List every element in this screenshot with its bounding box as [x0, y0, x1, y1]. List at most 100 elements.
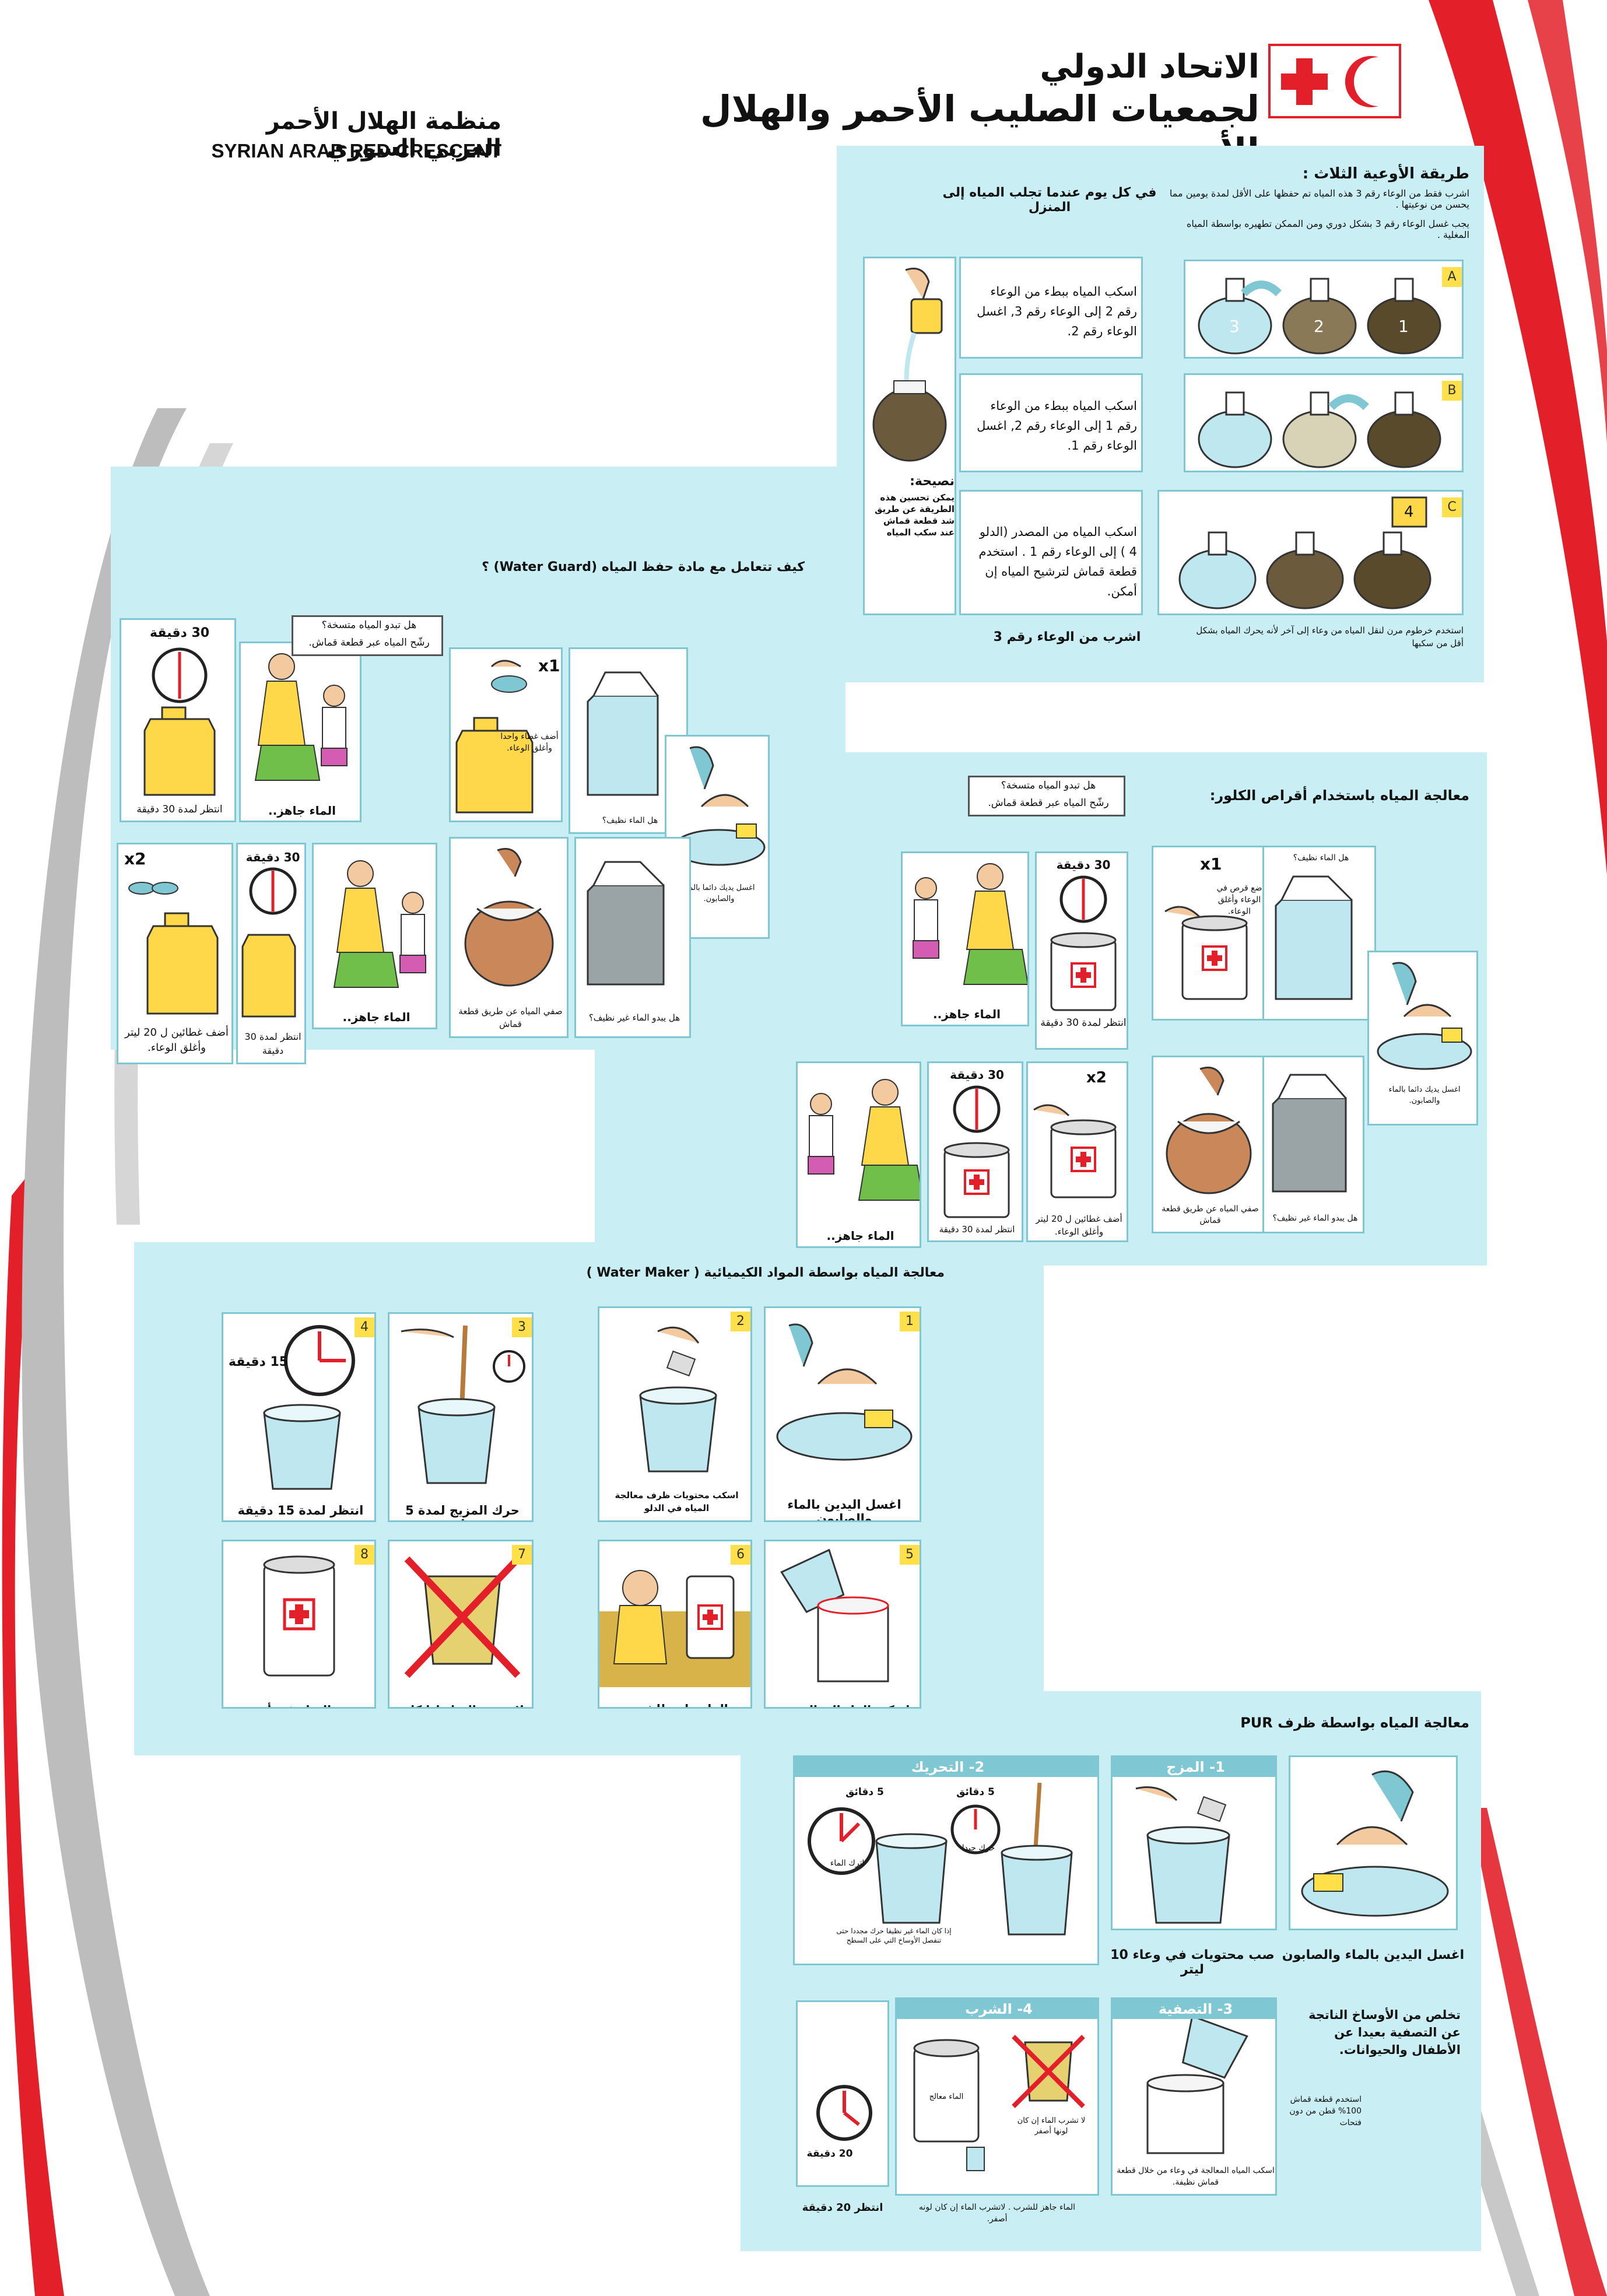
wg-timer-card-2: 30 دقيقة انتظر لمدة 30 دقيقة [236, 843, 306, 1064]
wm-n3: 3 [512, 1317, 532, 1337]
cloth-filter-pot-illustration [1166, 1067, 1252, 1194]
step-b-pots-card: B [1184, 373, 1464, 472]
wg-ready-2: الماء جاهز.. [342, 1010, 410, 1024]
pots-row-c [1178, 496, 1431, 609]
wg-timer-card-1: 30 دقيقة انتظر لمدة 30 دقيقة [120, 618, 236, 822]
tip-title: نصيحة: [910, 474, 955, 489]
wash-hands-basin-illustration [672, 746, 766, 866]
clock-icon [143, 647, 216, 796]
water-container-dirty-illustration [587, 861, 665, 986]
step-c-text: اسكب المياه من المصدر (الدلو 4 ) إلى الو… [978, 525, 1137, 598]
wm-step-7-card: 7 لاتشرب المياه إذا كان لونها أصفر [388, 1540, 534, 1709]
wg-add-cap-card: x1 أضف غطاء واحدا وأغلق الوعاء. [449, 647, 563, 822]
wg-filter-cloth: صفي المياه عن طريق قطعة قماش [458, 1006, 563, 1029]
pur-wash: اغسل اليدين بالماء والصابون [1282, 1948, 1465, 1962]
wm-s7: لاتشرب المياه إذا كان لونها أصفر [390, 1702, 532, 1707]
cl-timer-label-1: 30 دقيقة [1056, 858, 1111, 872]
wg-turbid-note-1: هل تبدو المياه متسخة؟ رشّح المياه عبر قط… [292, 615, 443, 656]
wm-step-6-card: 6 الماء جاهز للشرب [598, 1540, 752, 1709]
cl-wash: اغسل يديك دائما بالماء والصابون. [1388, 1085, 1461, 1105]
wm-n2: 2 [731, 1312, 750, 1331]
three-pots-intro2: يجب غسل الوعاء رقم 3 بشكل دوري ومن الممك… [1187, 218, 1469, 240]
jerrycan-two-caps-illustration [128, 882, 219, 1015]
pur-drink-card: 4- الشرب الماء معالج لا تشرب الماء إن كا… [895, 1997, 1099, 2196]
step-b-text-card: اسكب المياه ببطء من الوعاء رقم 1 إلى الو… [959, 373, 1143, 472]
cl-ready-2: الماء جاهز.. [826, 1229, 894, 1243]
wg-wash: اغسل يديك دائما بالماء والصابون. [683, 884, 755, 903]
wg-x1: x1 [538, 656, 560, 675]
wg-dirty-q: هل يبدو الماء غير نظيف؟ [588, 1012, 680, 1023]
pur-timer20: 20 دقيقة [806, 2148, 853, 2160]
wm-s8: خزن المياه في أوعية محكمة الإغلاق [223, 1702, 374, 1707]
step-c-pots-card: 4 C [1157, 490, 1464, 615]
pots-row-b [1198, 391, 1441, 468]
cl-ready-1: الماء جاهز.. [933, 1007, 1001, 1021]
red-swoosh-right-thin [1528, 0, 1607, 443]
pour-through-cloth-illustration [780, 1548, 889, 1682]
step-a-pots-card: 3 2 1 A [1184, 260, 1464, 359]
wg-ready-1: الماء جاهز.. [268, 804, 336, 818]
wm-step-8-card: 8 خزن المياه في أوعية محكمة الإغلاق [222, 1540, 376, 1709]
clock-bucket-illustration [263, 1325, 355, 1490]
pur-wait20: انتظر 20 دقيقة [802, 2202, 883, 2214]
clock-tin-illustration [1050, 875, 1117, 1011]
wg-filter-card: صفي المياه عن طريق قطعة قماش [449, 837, 569, 1038]
cl-timer-label-2: 30 دقيقة [950, 1068, 1004, 1082]
pot-2-label: 2 [1314, 317, 1324, 336]
pur-bar-4: 4- الشرب [897, 1999, 1097, 2019]
cl-turbid-q2: رشّح المياه عبر قطعة قماش. [988, 797, 1109, 809]
water-guard-title: كيف تتعامل مع مادة حفظ المياه (Water Gua… [482, 560, 805, 574]
hose-note: استخدم خرطوم مرن لنقل المياه من وعاء إلى… [1196, 625, 1464, 649]
water-container-dirty-illustration [1272, 1074, 1347, 1193]
water-maker-title: معالجة المياه بواسطة المواد الكيميائية (… [586, 1266, 945, 1280]
pur-bar-3: 3- التصفية [1113, 1999, 1275, 2019]
ifrc-emblem [1268, 44, 1401, 118]
red-crescent-icon [1345, 56, 1378, 107]
wm-s1: اغسل اليدين بالماء والصابون [787, 1498, 901, 1522]
red-swoosh-bottom-right [1469, 1808, 1607, 2296]
pur-stir-card: 2- التحريك 5 دقائق اترك الماء 5 دقائق حر… [793, 1755, 1099, 1965]
wm-n5: 5 [900, 1545, 920, 1565]
wg-ready-card-2: الماء جاهز.. [312, 843, 437, 1029]
water-container-clean-illustration [587, 671, 659, 796]
wg-add-two: أضف غطائين ل 20 ليتر وأغلق الوعاء. [125, 1026, 229, 1054]
sealed-container-illustration [263, 1555, 335, 1677]
red-cross-icon [1281, 58, 1328, 105]
pur-five-min-2: 5 دقائق [956, 1786, 995, 1798]
step-b-letter: B [1442, 381, 1462, 401]
sarc-arabic-name: منظمة الهلال الأحمر العربي السوري [266, 108, 501, 162]
clock-icon [816, 2085, 872, 2141]
step-b-text: اسكب المياه ببطء من الوعاء رقم 1 إلى الو… [977, 399, 1137, 453]
wm-s3: حرك المزيج لمدة 5 دقائق [405, 1503, 520, 1520]
pur-bar-2: 2- التحريك [795, 1757, 1097, 1777]
pour-through-cloth-illustration [1146, 2019, 1248, 2154]
drink-water-illustration [913, 2035, 1085, 2171]
red-crescent-logo [76, 70, 143, 204]
pour-through-cloth-card: نصيحة: يمكن تحسين هذه الطريقة عن طريق شد… [863, 257, 956, 615]
pur-bar-1: 1- المزج [1113, 1757, 1275, 1777]
wg-dirty-card: هل يبدو الماء غير نظيف؟ [574, 837, 691, 1038]
wm-n8: 8 [355, 1545, 374, 1565]
cl-add-two-card: x2 أضف غطائين ل 20 ليتر وأغلق الوعاء. [1026, 1061, 1128, 1242]
drink-from-pot-3: اشرب من الوعاء رقم 3 [993, 630, 1141, 644]
step-a-text-card: اسكب المياه ببطء من الوعاء رقم 2 إلى الو… [959, 257, 1143, 359]
pur-five-min-1: 5 دقائق [845, 1786, 884, 1798]
pur-no-yellow: لا تشرب الماء إن كان لونها أصفر [1017, 2116, 1086, 2136]
clock-icon [241, 867, 297, 1018]
wm-n1: 1 [900, 1312, 920, 1331]
cl-timer-card-2: 30 دقيقة انتظر لمدة 30 دقيقة [927, 1061, 1023, 1242]
pur-let-sit: اترك الماء [830, 1859, 865, 1868]
cl-put-tab: ضع قرص في الوعاء وأغلق الوعاء. [1216, 884, 1262, 916]
cl-clean-q-card: هل الماء نظيف؟ [1262, 846, 1376, 1021]
gray-swoosh-left [22, 408, 210, 2296]
wm-s5: اسكب الماء المعالج من خلال قطعة قماش [766, 1702, 920, 1707]
wm-n4: 4 [355, 1317, 374, 1337]
stir-and-wait-illustration [808, 1782, 1073, 1936]
pur-ready-drink: الماء جاهز للشرب . لاتشرب الماء إن كان ل… [918, 2203, 1076, 2224]
cloth-filter-pot-illustration [464, 848, 554, 987]
pur-filter-clean: اسكب المياه المعالجة في وعاء من خلال قطع… [1117, 2166, 1275, 2187]
ifrc-title-line1: الاتحاد الدولي [1040, 48, 1259, 86]
cl-clean-q: هل الماء نظيف؟ [1293, 853, 1349, 863]
pour-sachet-illustration [639, 1326, 717, 1473]
wm-step-5-card: 5 اسكب الماء المعالج من خلال قطعة قماش [764, 1540, 921, 1709]
